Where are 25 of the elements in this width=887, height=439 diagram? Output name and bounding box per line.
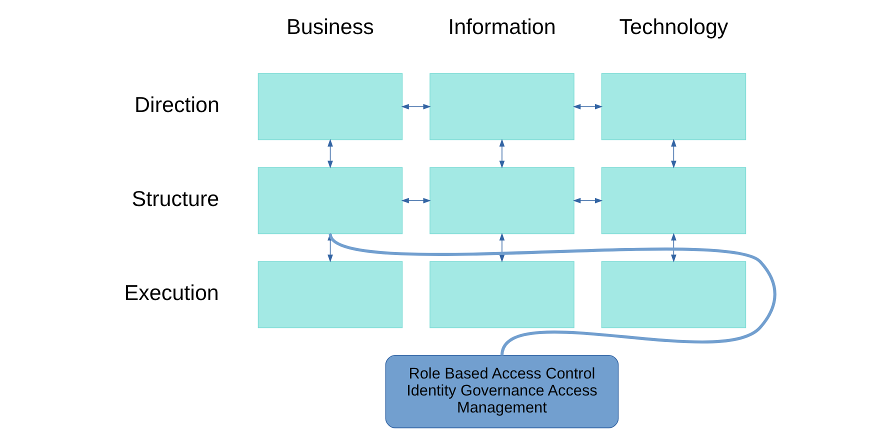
label: Technology [618,14,728,39]
node-box [257,167,402,234]
arrow [572,104,602,110]
arrow [670,232,676,262]
label: Direction [134,92,220,117]
connector [328,232,776,356]
node-box [600,167,746,234]
label: Business [286,14,374,39]
node-box [429,261,574,328]
arrow [400,104,430,110]
node-box [600,261,746,328]
label: Structure [131,186,219,211]
node-box [429,167,574,234]
arrow [498,138,504,168]
arrow [400,198,430,204]
node-box: Role Based Access Control Identity Governance Access Management [384,355,618,428]
arrow [327,138,332,168]
label: Execution [124,280,218,305]
node-box [257,73,402,140]
arrow [572,198,602,204]
node-box [429,73,574,140]
arrow [670,138,676,168]
label: Information [448,14,556,39]
node-box [600,73,746,140]
node-box [257,261,402,328]
